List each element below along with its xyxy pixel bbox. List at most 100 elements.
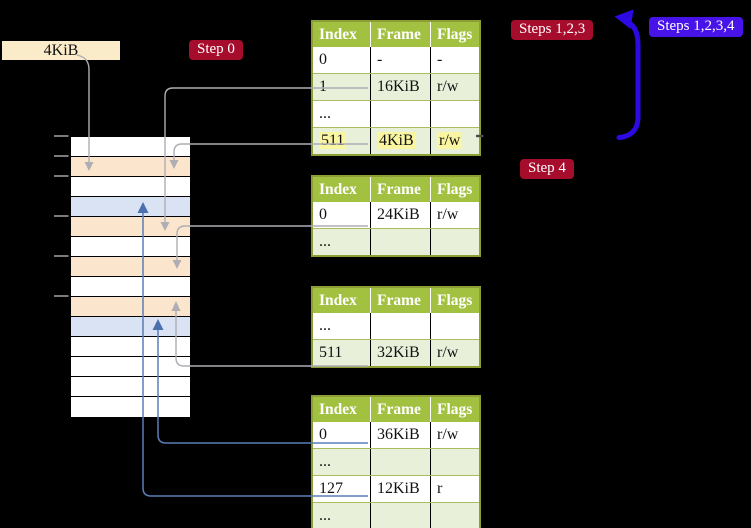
cell-text: 0 [319, 51, 327, 68]
bracket-arrowhead-icon [614, 9, 634, 29]
memory-row-11-white [71, 357, 190, 377]
cell-text: 24KiB [377, 206, 420, 223]
page-size-label: 4KiB [2, 41, 120, 60]
table-cell: ... [313, 313, 370, 339]
table-row-index-511: 511 32KiB r/w [313, 339, 479, 366]
cell-text: 12KiB [377, 480, 420, 497]
column-header-index: Index [319, 292, 357, 309]
table-row-index-dotdotdot: ... [313, 313, 479, 339]
column-header-flags: Flags [430, 22, 479, 47]
cell-text: 32KiB [377, 344, 420, 361]
table-row-index-dotdotdot: ... [313, 228, 479, 255]
cell-text: ... [319, 233, 331, 250]
table-cell: r [430, 476, 479, 502]
memory-row-0-white [71, 137, 190, 157]
table-cell [370, 229, 430, 255]
cell-text: - [377, 51, 383, 68]
memory-row-13-white [71, 397, 190, 417]
table-cell [370, 101, 430, 127]
table-cell: r/w [430, 202, 479, 228]
table-cell: 0 [313, 47, 370, 73]
cell-text: 511 [319, 344, 343, 361]
column-header-frame: Frame [370, 288, 430, 313]
badge-step-0: Step 0 [189, 40, 243, 60]
strip-tick-marks [54, 135, 69, 297]
table-row-index-dotdotdot: ... [313, 502, 479, 528]
table-cell: r/w [430, 422, 479, 448]
cell-text: r [437, 480, 443, 497]
badge-steps-1-2-3: Steps 1,2,3 [511, 20, 594, 40]
cell-text: r/w [437, 344, 459, 361]
cell-text: 0 [319, 426, 327, 443]
memory-row-6-orange [71, 257, 190, 277]
memory-strip [70, 136, 191, 418]
memory-row-2-white [71, 177, 190, 197]
column-header-flags: Flags [430, 288, 479, 313]
table-cell: 12KiB [370, 476, 430, 502]
cell-text: 36KiB [377, 426, 420, 443]
table-cell: 32KiB [370, 340, 430, 366]
table-cell [370, 503, 430, 528]
cell-text: 0 [319, 206, 327, 223]
table-cell: - [430, 47, 479, 73]
table-row-index-511: 511 4KiB r/w [313, 127, 479, 154]
table-cell: ... [313, 101, 370, 127]
column-header-index: Index [319, 181, 357, 198]
table-cell: 16KiB [370, 74, 430, 100]
cell-text: 16KiB [377, 78, 420, 95]
table-cell [370, 449, 430, 475]
cell-text: - [437, 51, 443, 68]
table-row-index-dotdotdot: ... [313, 448, 479, 475]
cell-text: ... [319, 105, 331, 122]
table-cell: 4KiB [370, 128, 430, 154]
highlighted-cell-text: 511 [319, 132, 347, 149]
table-cell: r/w [430, 128, 479, 154]
table-cell: r/w [430, 74, 479, 100]
table-cell: 127 [313, 476, 370, 502]
memory-row-4-orange [71, 217, 190, 237]
table-cell: ... [313, 229, 370, 255]
table-cell: - [370, 47, 430, 73]
table-cell: ... [313, 503, 370, 528]
table-row-index-127: 127 12KiB r [313, 475, 479, 502]
steps-bracket-arrow [616, 20, 641, 140]
table-cell: 511 [313, 128, 370, 154]
table-row-index-0: 0 24KiB r/w [313, 202, 479, 228]
memory-row-10-white [71, 337, 190, 357]
table-cell: 0 [313, 202, 370, 228]
table-cell: 36KiB [370, 422, 430, 448]
column-header-index: Index [319, 26, 357, 43]
table-cell [430, 229, 479, 255]
column-header-frame: Frame [370, 397, 430, 422]
memory-row-5-white [71, 237, 190, 257]
table-row-index-0: 0 36KiB r/w [313, 422, 479, 448]
highlighted-cell-text: 4KiB [377, 132, 416, 149]
cell-text: 1 [319, 78, 327, 95]
table-cell [430, 449, 479, 475]
badge-step-4: Step 4 [520, 159, 574, 179]
table-row-index-0: 0 - - [313, 47, 479, 73]
memory-row-12-white [71, 377, 190, 397]
cell-text: 127 [319, 480, 343, 497]
memory-row-9-blue [71, 317, 190, 337]
column-header-frame: Frame [370, 177, 430, 202]
cell-text: ... [319, 507, 331, 524]
table-cell [430, 503, 479, 528]
table-cell: 24KiB [370, 202, 430, 228]
memory-row-3-blue [71, 197, 190, 217]
column-header-frame: Frame [370, 22, 430, 47]
column-header-flags: Flags [430, 397, 479, 422]
table-cell: 511 [313, 340, 370, 366]
memory-row-1-orange [71, 157, 190, 177]
highlighted-cell-text: r/w [437, 132, 463, 149]
table-row-index-dotdotdot: ... [313, 100, 479, 127]
badge-steps-1-2-3-4: Steps 1,2,3,4 [649, 17, 743, 37]
